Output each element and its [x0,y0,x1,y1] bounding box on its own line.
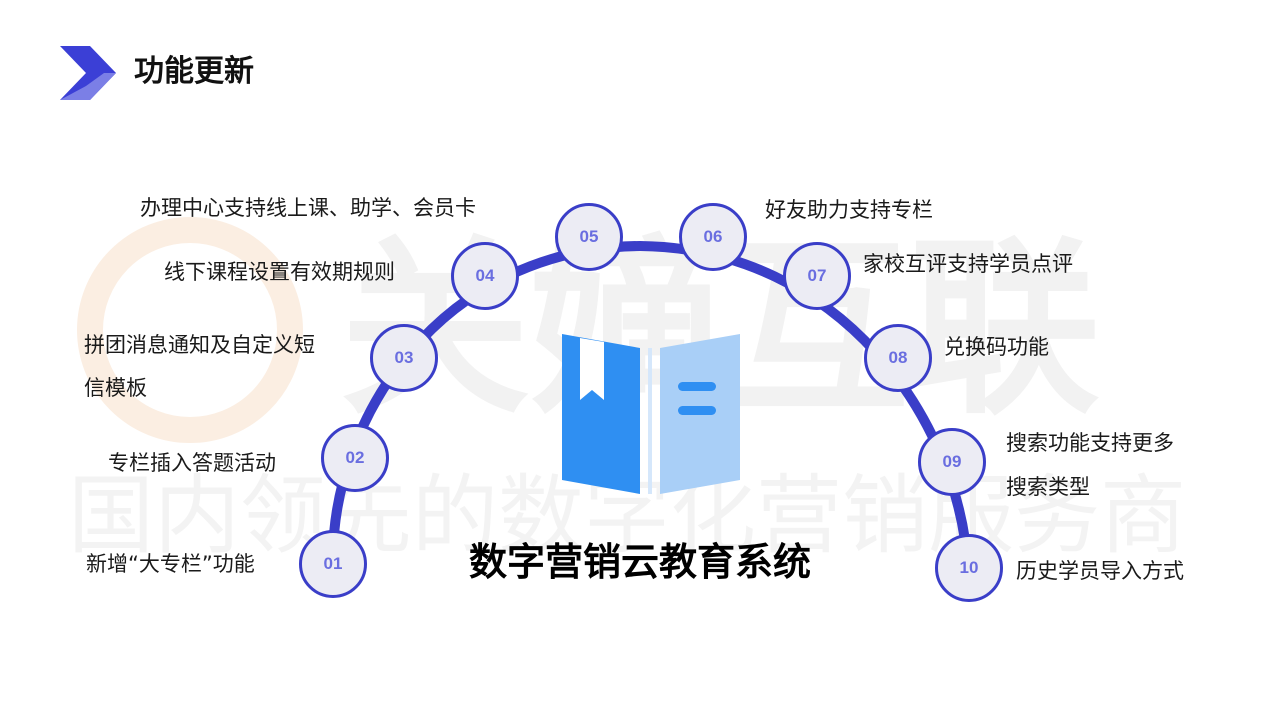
feature-node-03: 03 [370,324,438,392]
feature-label-09a: 搜索功能支持更多 [1006,431,1174,455]
feature-label-10: 历史学员导入方式 [1016,559,1184,583]
feature-node-04: 04 [451,242,519,310]
feature-label-08: 兑换码功能 [944,335,1049,359]
feature-label-04: 线下课程设置有效期规则 [164,260,395,284]
feature-node-02: 02 [321,424,389,492]
feature-node-10: 10 [935,534,1003,602]
chevron-logo-icon [60,46,116,100]
feature-node-08: 08 [864,324,932,392]
system-caption: 数字营销云教育系统 [468,540,811,584]
feature-node-07: 07 [783,242,851,310]
feature-label-07: 家校互评支持学员点评 [863,252,1073,276]
feature-label-05: 办理中心支持线上课、助学、会员卡 [140,196,476,220]
feature-node-09: 09 [918,428,986,496]
feature-label-09b: 搜索类型 [1006,475,1090,499]
page-title: 功能更新 [134,54,254,89]
open-book-icon [562,334,740,494]
feature-node-06: 06 [679,203,747,271]
feature-label-01: 新增“大专栏”功能 [86,552,255,576]
feature-label-06: 好友助力支持专栏 [765,198,933,222]
feature-label-03a: 拼团消息通知及自定义短 [84,333,315,357]
feature-label-03b: 信模板 [84,376,147,400]
feature-node-05: 05 [555,203,623,271]
feature-label-02: 专栏插入答题活动 [108,451,276,475]
feature-node-01: 01 [299,530,367,598]
